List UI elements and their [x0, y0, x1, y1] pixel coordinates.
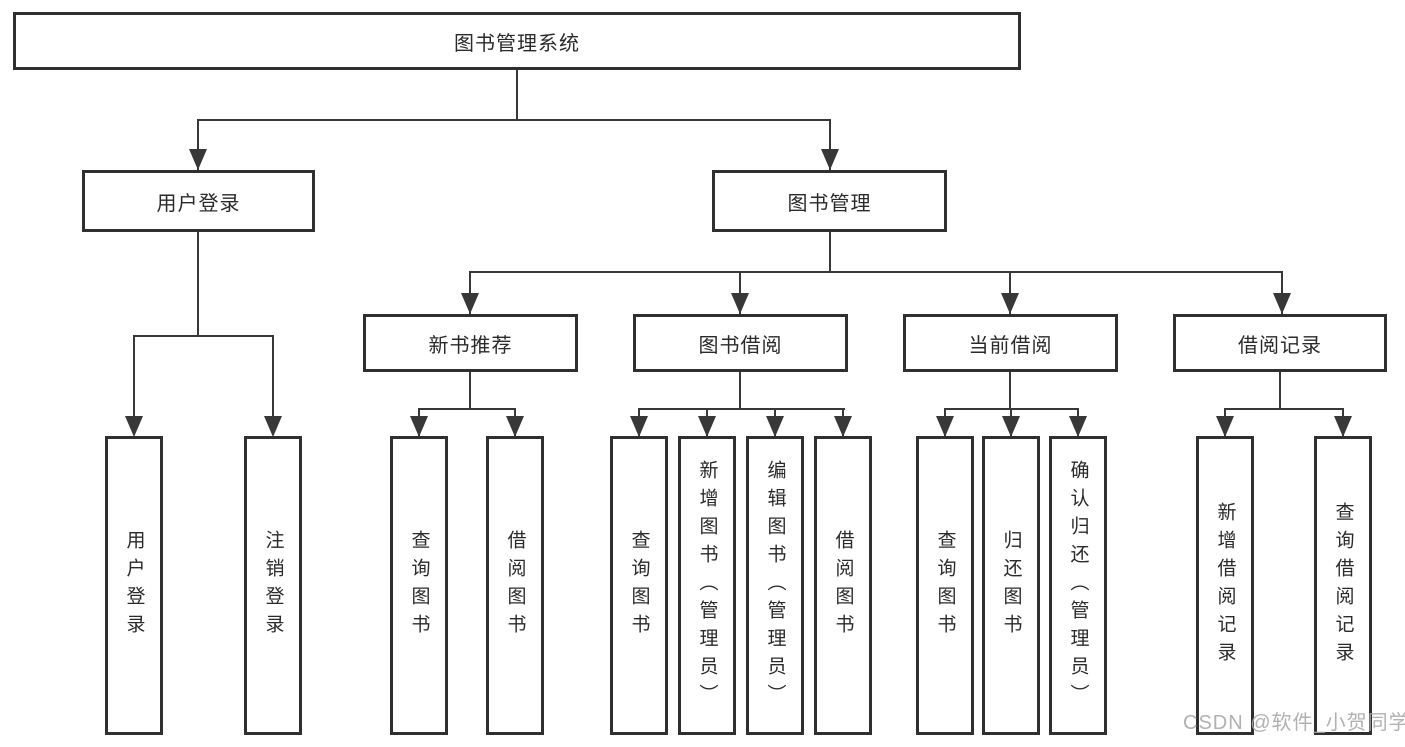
node-root-label: 图书管理系统 — [454, 32, 580, 55]
node-new-book-rec: 新书推荐 — [363, 314, 578, 372]
leaf-bookborrow-query-label: 查询图书 — [628, 529, 650, 642]
arrowhead-br-add — [1216, 416, 1234, 437]
leaf-logout: 注销登录 — [244, 436, 302, 735]
node-borrow-records-label: 借阅记录 — [1238, 334, 1322, 357]
arrowhead-book-borrow — [731, 293, 749, 314]
leaf-current-query-label: 查询图书 — [934, 529, 956, 642]
arrowhead-bb-borrow — [834, 416, 852, 437]
connector-level3-drop4 — [1281, 271, 1283, 314]
leaf-records-add-label: 新增借阅记录 — [1214, 501, 1236, 670]
leaf-newbook-query-label: 查询图书 — [408, 529, 430, 642]
node-book-mgmt-label: 图书管理 — [787, 192, 872, 215]
leaf-records-add: 新增借阅记录 — [1196, 436, 1254, 735]
leaf-user-login-label: 用户登录 — [123, 529, 145, 642]
leaf-records-query: 查询借阅记录 — [1314, 436, 1372, 735]
leaf-newbook-borrow-label: 借阅图书 — [504, 529, 526, 642]
node-new-book-rec-label: 新书推荐 — [428, 334, 513, 357]
node-root: 图书管理系统 — [13, 12, 1021, 70]
node-current-borrow-label: 当前借阅 — [968, 334, 1053, 357]
arrowhead-bb-add — [698, 416, 716, 437]
leaf-bookborrow-edit: 编辑图书（管理员） — [746, 436, 804, 735]
arrowhead-leaf-user-login — [125, 416, 143, 437]
leaf-records-query-label: 查询借阅记录 — [1332, 501, 1354, 670]
connector-level2-drop-right — [829, 119, 831, 170]
leaf-newbook-borrow: 借阅图书 — [486, 436, 544, 735]
connector-brecords-drop — [1279, 372, 1281, 410]
node-book-borrow: 图书借阅 — [633, 314, 848, 372]
node-book-borrow-label: 图书借阅 — [698, 334, 783, 357]
connector-userlogin-drop — [197, 232, 199, 337]
arrowhead-cb-confirm — [1069, 416, 1087, 437]
leaf-current-query: 查询图书 — [916, 436, 974, 735]
connector-level3-span — [469, 271, 1283, 273]
leaf-bookborrow-add: 新增图书（管理员） — [678, 436, 736, 735]
connector-nbrec-span — [418, 408, 516, 410]
connector-root-drop — [516, 70, 518, 121]
arrowhead-cb-return — [1002, 416, 1020, 437]
leaf-user-login: 用户登录 — [105, 436, 163, 735]
arrowhead-user-login — [189, 149, 207, 170]
leaf-current-confirm: 确认归还（管理员） — [1049, 436, 1107, 735]
arrowhead-current-borrow — [1001, 293, 1019, 314]
leaf-bookborrow-borrow-label: 借阅图书 — [832, 529, 854, 642]
arrowhead-book-mgmt — [821, 149, 839, 170]
node-user-login-label: 用户登录 — [156, 192, 241, 215]
arrowhead-br-query — [1334, 416, 1352, 437]
connector-level2-drop-left — [197, 119, 199, 170]
arrowhead-cb-query — [936, 416, 954, 437]
node-borrow-records: 借阅记录 — [1173, 314, 1387, 372]
arrowhead-nb-borrow — [506, 416, 524, 437]
connector-level3-drop3 — [1009, 271, 1011, 314]
leaf-logout-label: 注销登录 — [262, 529, 284, 642]
leaf-current-confirm-label: 确认归还（管理员） — [1067, 459, 1089, 712]
node-current-borrow: 当前借阅 — [903, 314, 1118, 372]
node-user-login: 用户登录 — [82, 170, 315, 232]
connector-userlogin-drop2 — [272, 335, 274, 435]
arrowhead-bb-query — [630, 416, 648, 437]
leaf-bookborrow-add-label: 新增图书（管理员） — [696, 459, 718, 712]
arrowhead-borrow-records — [1273, 293, 1291, 314]
leaf-current-return: 归还图书 — [982, 436, 1040, 735]
connector-nbrec-drop — [469, 372, 471, 410]
connector-bborrow-span — [638, 408, 845, 410]
connector-level3-drop2 — [739, 271, 741, 314]
leaf-bookborrow-borrow: 借阅图书 — [814, 436, 872, 735]
connector-brecords-span — [1224, 408, 1344, 410]
leaf-newbook-query: 查询图书 — [390, 436, 448, 735]
connector-cborrow-drop — [1009, 372, 1011, 410]
arrowhead-new-book-rec — [461, 293, 479, 314]
connector-level3-drop1 — [469, 271, 471, 314]
arrowhead-nb-query — [410, 416, 428, 437]
leaf-current-return-label: 归还图书 — [1000, 529, 1022, 642]
leaf-bookborrow-edit-label: 编辑图书（管理员） — [764, 459, 786, 712]
arrowhead-bb-edit — [766, 416, 784, 437]
node-book-mgmt: 图书管理 — [712, 170, 947, 232]
connector-level2-span — [197, 119, 831, 121]
connector-userlogin-drop1 — [133, 335, 135, 435]
arrowhead-leaf-logout — [264, 416, 282, 437]
connector-userlogin-span — [133, 335, 274, 337]
leaf-bookborrow-query: 查询图书 — [610, 436, 668, 735]
watermark: CSDN @软件_小贺同学 — [1183, 712, 1405, 734]
connector-bookmgmt-drop — [829, 232, 831, 273]
connector-bborrow-drop — [739, 372, 741, 410]
